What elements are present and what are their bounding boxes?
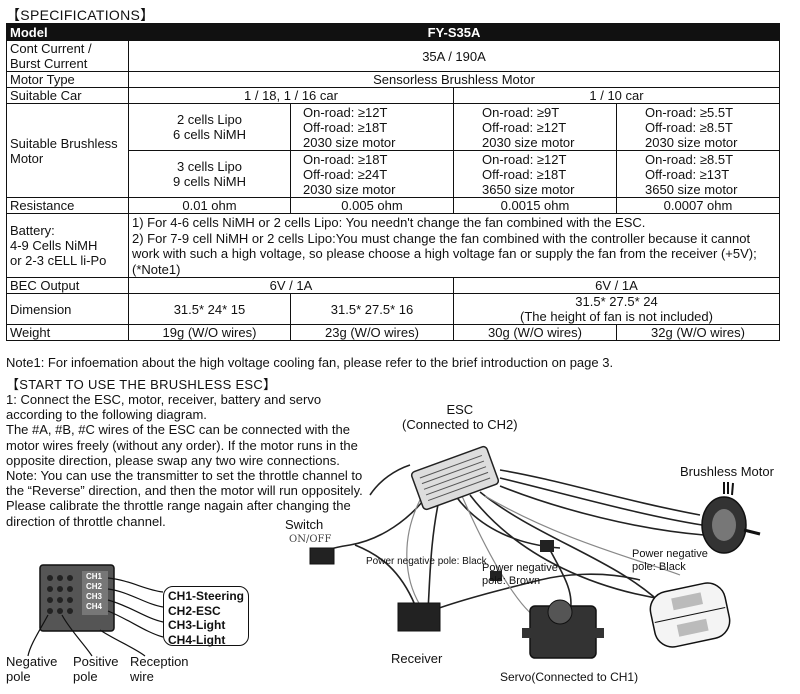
channel-item: CH3-Light (168, 618, 226, 632)
receiver-label: Receiver (391, 651, 443, 666)
resistance-label: Resistance (6, 197, 129, 214)
battery-pack (649, 582, 731, 648)
row-a-col2: On-road: ≥9T Off-road: ≥12T 2030 size mo… (453, 103, 617, 151)
channel-item: CH1-Steering (168, 589, 245, 603)
battery-label: Battery: 4-9 Cells NiMH or 2-3 cELL li-P… (6, 213, 129, 278)
switch-receiver-wire (354, 544, 416, 606)
receiver-small (397, 602, 441, 632)
switch-state: ON/OFF (289, 534, 332, 545)
rx-ch3: CH3 (86, 592, 103, 601)
esc-label: ESC (Connected to CH2) (402, 402, 518, 432)
model-label: Model (6, 23, 129, 41)
resistance-value: 0.0015 ohm (453, 197, 617, 214)
switch-unit (309, 547, 335, 565)
weight-value: 23g (W/O wires) (290, 324, 454, 341)
row-a-col1: On-road: ≥12T Off-road: ≥18T 2030 size m… (290, 103, 454, 151)
esc-motor-wire-2 (499, 477, 703, 526)
servo-label: Servo(Connected to CH1) (500, 670, 639, 684)
power-negative-brown: Power negative pole: Brown (482, 562, 558, 587)
intro-text: 1: Connect the ESC, motor, receiver, bat… (6, 392, 363, 529)
row-b-col3: On-road: ≥8.5T Off-road: ≥13T 3650 size … (616, 150, 780, 198)
esc-motor-wire-3 (499, 485, 705, 536)
esc-unit (410, 445, 500, 511)
dimension-value: 31.5* 24* 15 (128, 293, 291, 325)
row-a-col3: On-road: ≥5.5T Off-road: ≥8.5T 2030 size… (616, 103, 780, 151)
specifications-heading: 【SPECIFICATIONS】 (6, 7, 155, 23)
esc-receiver-wire (427, 494, 441, 611)
power-negative-black: Power negative pole: Black (632, 548, 708, 573)
rx-ch1: CH1 (86, 572, 103, 581)
model-value: FY-S35A (128, 23, 780, 41)
row-a-cells: 2 cells Lipo 6 cells NiMH (128, 103, 291, 151)
esc-extra-wire (369, 464, 411, 496)
dimension-value: 31.5* 27.5* 24 (The height of fan is not… (453, 293, 780, 325)
channel-item: CH2-ESC (168, 603, 221, 618)
rx-channel-labels: CH1 CH2 CH3 CH4 (86, 572, 102, 612)
switch-label: Switch (285, 517, 324, 532)
positive-pole-label: Positive pole (73, 654, 119, 684)
brushless-motor-label: Brushless Motor (680, 464, 774, 479)
receiver-pin-diagram (27, 564, 164, 657)
cont-current-label: Cont Current / Burst Current (6, 40, 129, 72)
brushless-motor (701, 482, 761, 554)
negative-pole-label: Negative pole (6, 654, 58, 684)
servo-unit (522, 599, 604, 659)
note1: Note1: For infoemation about the high vo… (6, 355, 614, 370)
weight-value: 19g (W/O wires) (128, 324, 291, 341)
row-b-cells: 3 cells Lipo 9 cells NiMH (128, 150, 291, 198)
power-negative-black-small: Power negative pole: Black (366, 556, 487, 567)
suitable-motor-label: Suitable Brushless Motor (6, 103, 129, 198)
esc-battery-wire-1 (469, 494, 669, 601)
rx-ch2: CH2 (86, 582, 103, 591)
weight-value: 32g (W/O wires) (616, 324, 780, 341)
reception-wire-label: Reception wire (130, 654, 189, 684)
channel-item: CH4-Light (168, 632, 226, 647)
weight-label: Weight (6, 324, 129, 341)
weight-value: 30g (W/O wires) (453, 324, 617, 341)
receiver-power-wire (427, 573, 641, 613)
specifications-table: Model FY-S35A Cont Current / Burst Curre… (6, 23, 780, 341)
row-b-col1: On-road: ≥18T Off-road: ≥24T 2030 size m… (290, 150, 454, 198)
start-heading: 【START TO USE THE BRUSHLESS ESC】 (6, 377, 277, 392)
rx-ch4: CH4 (86, 602, 103, 611)
esc-motor-wire-1 (499, 469, 701, 516)
esc-battery-wire-2 (479, 491, 669, 611)
channel-list: CH1-Steering CH2-ESC CH3-Light CH4-Light (163, 586, 249, 647)
